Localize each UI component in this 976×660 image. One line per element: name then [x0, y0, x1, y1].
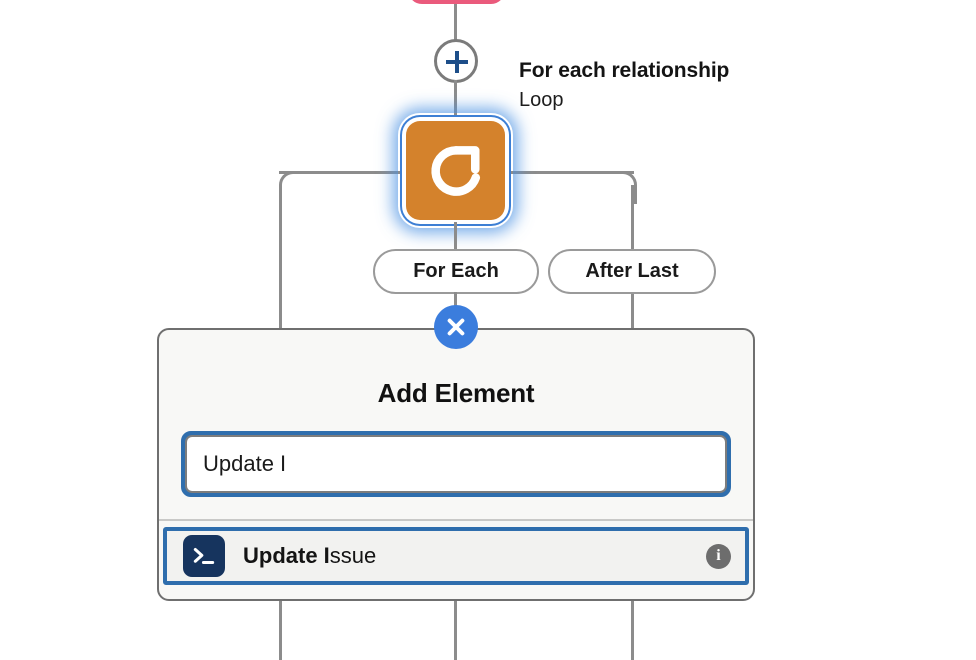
node-title: For each relationship	[519, 59, 730, 82]
result-item-label: Update Issue	[243, 543, 706, 569]
branch-pill-for-each[interactable]: For Each	[373, 249, 539, 294]
connector-line	[454, 80, 457, 120]
result-item-update-issue[interactable]: Update Issue i	[163, 527, 749, 585]
add-element-dialog: Add Element Update Issue i	[157, 328, 755, 601]
connector-line	[454, 4, 457, 42]
search-field-wrapper[interactable]	[181, 431, 731, 497]
close-dialog-button[interactable]	[434, 305, 478, 349]
loop-node-body[interactable]	[406, 121, 505, 220]
info-icon[interactable]: i	[706, 543, 731, 569]
loop-node[interactable]	[398, 113, 513, 228]
dialog-title: Add Element	[377, 378, 535, 408]
results-separator	[159, 519, 753, 521]
result-item-label-rest: ssue	[329, 543, 377, 568]
result-item-label-match: Update I	[243, 543, 330, 568]
node-subtitle: Loop	[519, 89, 564, 112]
connector-line	[454, 222, 457, 252]
terminal-icon	[183, 535, 225, 577]
connector-line	[508, 171, 634, 174]
connector-elbow	[618, 171, 637, 204]
search-input[interactable]	[185, 435, 727, 493]
node-label: For each relationship Loop	[519, 56, 729, 115]
loop-refresh-icon	[423, 138, 489, 204]
add-step-plus-button[interactable]	[434, 39, 478, 83]
connector-line	[279, 171, 404, 174]
branch-pill-after-last[interactable]: After Last	[548, 249, 716, 294]
connector-line	[454, 600, 457, 660]
